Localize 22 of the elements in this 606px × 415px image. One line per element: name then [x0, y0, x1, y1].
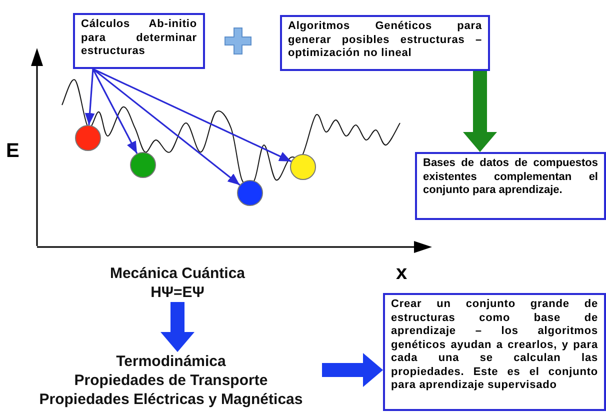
ball — [75, 125, 101, 151]
heading-text: Termodinámica — [115, 352, 227, 371]
axis-label: E — [6, 140, 20, 163]
arrow — [92, 68, 138, 154]
ball — [237, 180, 263, 206]
arrow — [84, 68, 95, 126]
text-box: Crear un conjunto grande de estructuras como base de aprendizaje – los algoritmos genéticos ayudan a crearlos, y para cada una se calculan las propiedades. Este es el conjunto para aprendizaje supervisado — [383, 293, 606, 411]
arrow — [92, 68, 292, 162]
equation: HΨ=EΨ — [150, 283, 206, 302]
text-box: Algoritmos Genéticos para generar posibles estructuras – optimización no lineal — [280, 15, 490, 71]
axis-label: x — [396, 262, 408, 285]
arrow — [322, 353, 383, 387]
arrow — [92, 68, 240, 186]
ball — [290, 154, 316, 180]
heading-text: Propiedades Eléctricas y Magnéticas — [38, 390, 304, 409]
text-box: Bases de datos de compuestos existentes complementan el conjunto para aprendizaje. — [415, 152, 606, 220]
heading-text: Propiedades de Transporte — [73, 371, 269, 390]
text-box: Cálculos Ab-initio para determinar estructuras — [73, 13, 205, 69]
ball — [130, 152, 156, 178]
arrow — [463, 71, 497, 152]
arrow — [160, 302, 194, 352]
heading-text: Mecánica Cuántica — [108, 264, 246, 283]
